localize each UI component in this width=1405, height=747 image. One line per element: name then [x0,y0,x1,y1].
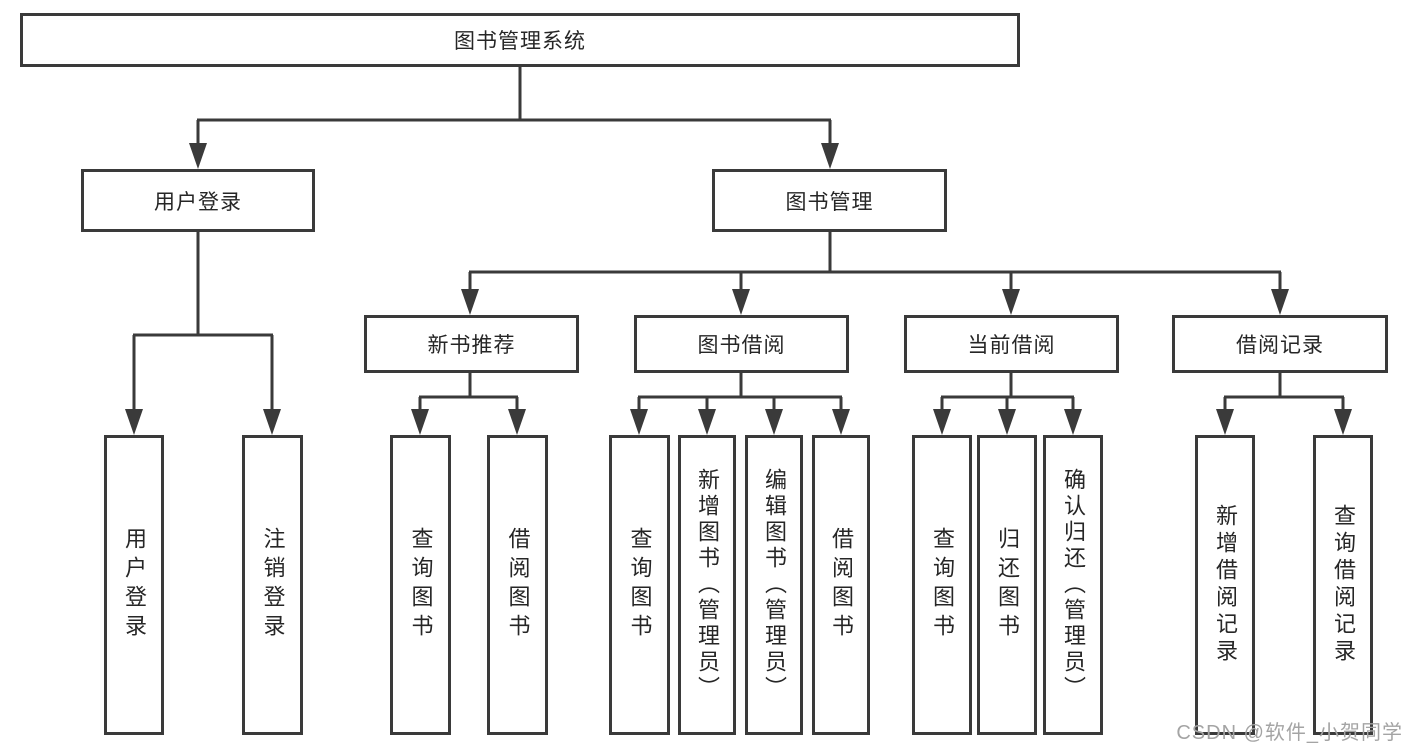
leaf-query-books-3: 查询图书 [912,435,972,735]
leaf-query-borrow-record: 查询借阅记录 [1313,435,1373,735]
leaf-add-books-admin: 新增图书（管理员） [678,435,736,735]
leaf-edit-books-admin: 编辑图书（管理员） [745,435,803,735]
leaf-query-books-2: 查询图书 [609,435,670,735]
connector-current-borrow-to-leaves [940,373,1075,412]
connector-new-book-to-leaves [418,373,519,412]
leaf-return-books: 归还图书 [977,435,1037,735]
leaf-borrow-books-2: 借阅图书 [812,435,870,735]
node-book-management: 图书管理 [712,169,947,232]
leaf-confirm-return-admin: 确认归还（管理员） [1043,435,1103,735]
node-user-login: 用户登录 [81,169,315,232]
connector-root-to-level2 [196,67,832,146]
leaf-add-borrow-record: 新增借阅记录 [1195,435,1255,735]
connector-borrow-records-to-leaves [1223,373,1345,412]
leaf-user-login: 用户登录 [104,435,164,735]
node-book-borrow: 图书借阅 [634,315,849,373]
node-new-book-recommend: 新书推荐 [364,315,579,373]
node-root-book-management-system: 图书管理系统 [20,13,1020,67]
connector-book-borrow-to-leaves [637,373,843,412]
leaf-logout: 注销登录 [242,435,303,735]
connector-user-login-to-leaves [132,232,274,412]
node-borrow-records: 借阅记录 [1172,315,1388,373]
leaf-borrow-books-1: 借阅图书 [487,435,548,735]
connector-book-management-to-level3 [468,232,1282,292]
csdn-watermark: CSDN @软件_小贺同学 [1176,722,1403,744]
leaf-query-books-1: 查询图书 [390,435,451,735]
node-current-borrow: 当前借阅 [904,315,1119,373]
arrowheads [125,143,1352,435]
